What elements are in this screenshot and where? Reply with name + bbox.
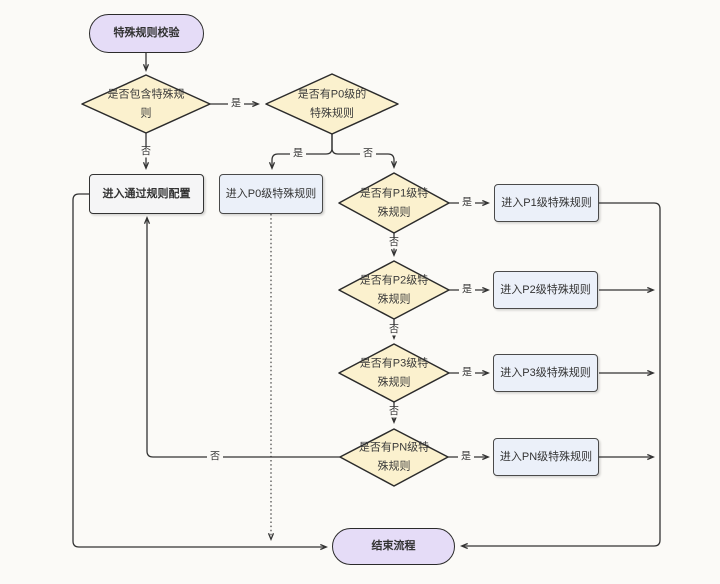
- edge-label-no-check-p0: 否: [360, 148, 376, 160]
- edge-label-no-check-pn: 否: [207, 451, 223, 463]
- edge-label-no-check-p1: 否: [386, 237, 402, 249]
- start-node: 特殊规则校验: [89, 14, 204, 53]
- edge-label-yes-check-pn: 是: [458, 451, 474, 463]
- edge-label-yes-check-special: 是: [228, 98, 244, 110]
- decision-shape-check-p3: [338, 343, 450, 403]
- edge-label-yes-check-p2: 是: [459, 284, 475, 296]
- edge-label-no-check-special: 否: [138, 146, 154, 158]
- edge-pass-config-to-end: [72, 193, 326, 547]
- decision-label-check-p1: 是否有P1级特殊规则: [359, 187, 429, 218]
- decision-label-check-special: 是否包含特殊规则: [107, 88, 185, 119]
- edge-label-yes-check-p3: 是: [459, 367, 475, 379]
- decision-shape-check-pn: [339, 428, 449, 487]
- process-node-enter-p0: 进入P0级特殊规则: [219, 174, 323, 214]
- process-node-enter-p2: 进入P2级特殊规则: [493, 271, 598, 309]
- edge-label-yes-check-p1: 是: [459, 197, 475, 209]
- decision-shape-check-special: [81, 74, 211, 134]
- decision-shape-check-p0: [265, 73, 399, 135]
- decision-shape-check-p2: [338, 260, 450, 320]
- edge-label-yes-check-p0: 是: [290, 148, 306, 160]
- process-node-enter-p3: 进入P3级特殊规则: [493, 354, 598, 392]
- process-node-enter-pn: 进入PN级特殊规则: [493, 438, 599, 476]
- edge-label-no-check-p2: 否: [386, 324, 402, 336]
- end-node: 结束流程: [332, 528, 455, 565]
- process-node-pass-config: 进入通过规则配置: [89, 174, 204, 214]
- decision-label-check-pn: 是否有PN级特殊规则: [358, 441, 430, 472]
- edge-label-no-check-p3: 否: [386, 406, 402, 418]
- decision-label-check-p0: 是否有P0级的特殊规则: [297, 88, 367, 119]
- decision-shape-check-p1: [338, 172, 450, 234]
- process-node-enter-p1: 进入P1级特殊规则: [494, 184, 599, 222]
- decision-label-check-p3: 是否有P3级特殊规则: [359, 357, 429, 388]
- edge-check-pn-no-to-pass-config: [147, 218, 340, 458]
- decision-label-check-p2: 是否有P2级特殊规则: [359, 274, 429, 305]
- edge-enter-p1-to-end: [462, 202, 661, 546]
